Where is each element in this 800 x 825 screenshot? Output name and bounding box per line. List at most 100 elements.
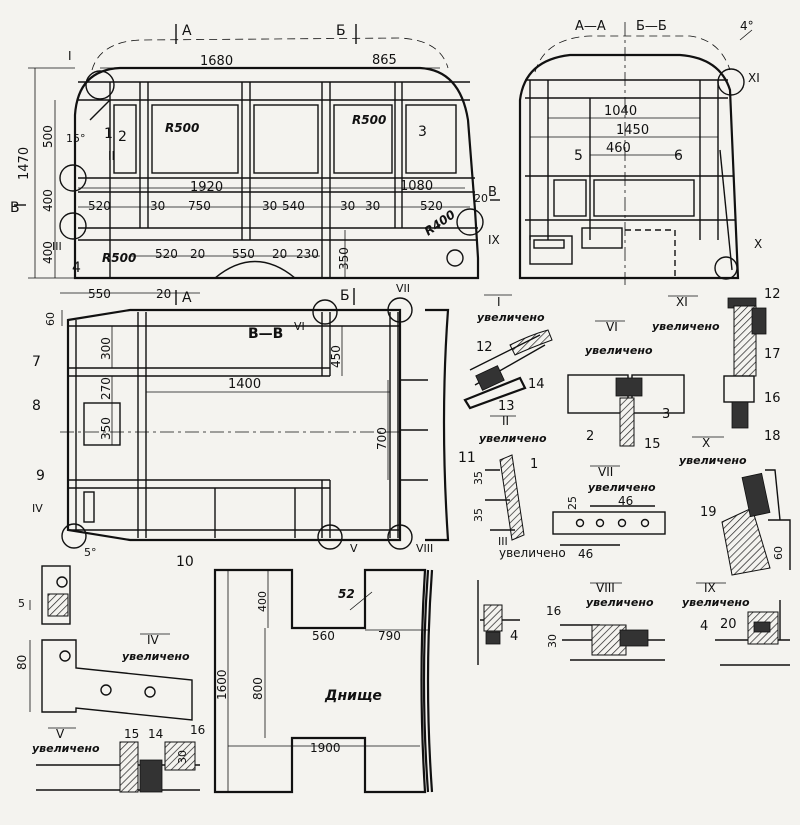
floor-outline (213, 568, 427, 794)
floor-dim-560: 560 (312, 629, 335, 643)
callout-xi-label: XI (748, 71, 760, 85)
dim-520-c: 520 (155, 247, 178, 261)
plan-outline (66, 308, 402, 542)
dim-700: 700 (375, 427, 389, 450)
detail-xi: XI увеличено 12 17 16 18 (652, 287, 781, 444)
detail-x-part-19: 19 (700, 505, 717, 520)
detail-iv-dim-5: 5 (18, 597, 25, 610)
detail-xi-part-17: 17 (764, 347, 781, 362)
dim-1400: 1400 (228, 377, 261, 392)
section-mark-a-bottom: А (182, 290, 192, 306)
plan-view: В—В 60 300 270 350 1400 450 700 5° 7 8 9… (32, 282, 476, 570)
detail-v-numeral: V (56, 727, 65, 741)
part-11-label: 11 (458, 450, 476, 466)
dim-5deg: 5° (84, 546, 97, 559)
dim-550-a: 550 (232, 247, 255, 261)
detail-vi-part-3: 3 (662, 407, 670, 422)
callout-x-circle (714, 256, 738, 280)
side-frame-members (78, 81, 478, 279)
detail-iv: 5 80 IV увеличено (15, 565, 193, 721)
detail-v: V увеличено 15 14 16 30 (32, 723, 205, 793)
detail-vii: VII увеличено 25 46 46 (552, 465, 666, 561)
detail-ii-dim-35-b: 35 (472, 508, 485, 522)
section-mark-b-bottom: Б (340, 288, 350, 304)
floor-dim-790: 790 (378, 629, 401, 643)
dim-540: 540 (282, 199, 305, 213)
detail-iv-bracket (41, 639, 193, 721)
side-view: А Б В В А Б 1680 865 1470 500 15° 400 40… (10, 23, 500, 306)
detail-viii: VIII увеличено 30 16 (546, 581, 665, 661)
part-7-label: 7 (32, 354, 41, 370)
detail-i-part-13: 13 (498, 399, 515, 414)
side-dimension-lines (28, 67, 470, 294)
plan-break-edge (425, 308, 450, 542)
detail-vi-post (619, 397, 635, 447)
detail-vi: VI увеличено 2 3 15 (567, 320, 685, 452)
detail-v-dim-30: 30 (176, 750, 189, 764)
detail-iii-numeral: увеличено (499, 546, 566, 560)
floor-blank: 52 400 560 790 1600 800 1900 Днище (213, 568, 434, 794)
detail-iii: увеличено III 4 (477, 535, 566, 665)
dim-520-a: 520 (88, 199, 111, 213)
part-3-label: 3 (418, 124, 427, 140)
dim-460: 460 (606, 141, 631, 156)
callout-vii-label: VII (396, 282, 410, 295)
detail-iii-part-4: 4 (510, 629, 518, 644)
part-5-label: 5 (574, 148, 583, 164)
dim-550-b: 550 (88, 287, 111, 301)
detail-v-part-16: 16 (190, 723, 205, 737)
detail-ii-numeral: II (502, 414, 509, 428)
dim-20-a: 20 (190, 247, 205, 261)
dim-230: 230 (296, 247, 319, 261)
detail-x-caption: увеличено (679, 454, 747, 467)
callout-vi-label: VI (294, 320, 305, 333)
part-6-label: 6 (674, 148, 683, 164)
detail-ii-dim-35-a: 35 (472, 471, 485, 485)
detail-ii-strut (499, 454, 525, 541)
plan-title: В—В (248, 326, 283, 342)
dim-400-lower: 400 (41, 241, 55, 264)
detail-x-dim-60: 60 (772, 546, 785, 560)
section-mark-a-top: А (182, 23, 192, 39)
dim-15deg: 15° (66, 132, 86, 145)
detail-i-bracket (475, 365, 505, 391)
detail-xi-numeral: XI (676, 295, 688, 309)
floor-radius-label: 52 (338, 587, 355, 601)
part-1-label: 1 (104, 126, 113, 142)
dim-30-c: 30 (340, 199, 355, 213)
callout-iii-label: III (52, 240, 62, 253)
detail-vi-caption: увеличено (585, 344, 653, 357)
detail-viii-part-16: 16 (546, 604, 561, 618)
detail-xi-part-18: 18 (764, 429, 781, 444)
part-2-label: 2 (118, 129, 127, 145)
detail-i-numeral: I (497, 295, 501, 309)
section-frame-members (525, 79, 735, 278)
plan-callout-circles (61, 297, 413, 550)
dim-30-b: 30 (262, 199, 277, 213)
side-callout-circles (59, 70, 484, 267)
dim-30-d: 30 (365, 199, 380, 213)
section-mark-v-left: В (10, 200, 20, 216)
detail-iv-caption: увеличено (122, 650, 190, 663)
detail-vii-plate (552, 511, 666, 535)
detail-i-caption: увеличено (477, 311, 545, 324)
callout-v-label: V (350, 542, 358, 555)
detail-i-part-12: 12 (476, 340, 493, 355)
detail-x-block (721, 507, 771, 576)
detail-iii-block (483, 604, 503, 632)
detail-i-rail (509, 329, 553, 356)
detail-ii-caption: увеличено (479, 432, 547, 445)
detail-x: X увеличено 60 19 (679, 436, 791, 576)
dim-1470: 1470 (17, 147, 32, 180)
dim-30-a: 30 (150, 199, 165, 213)
plan-frame-members (68, 312, 428, 538)
section-roof-dash (534, 35, 731, 73)
dim-270: 270 (99, 377, 113, 400)
callout-x-label: X (754, 237, 762, 251)
floor-dim-1600: 1600 (215, 669, 229, 700)
detail-vi-part-2: 2 (586, 429, 594, 444)
radius-r500-c: R500 (102, 251, 136, 265)
floor-dim-1900: 1900 (310, 741, 341, 755)
dim-350: 350 (337, 247, 351, 270)
dim-400-upper: 400 (41, 189, 55, 212)
